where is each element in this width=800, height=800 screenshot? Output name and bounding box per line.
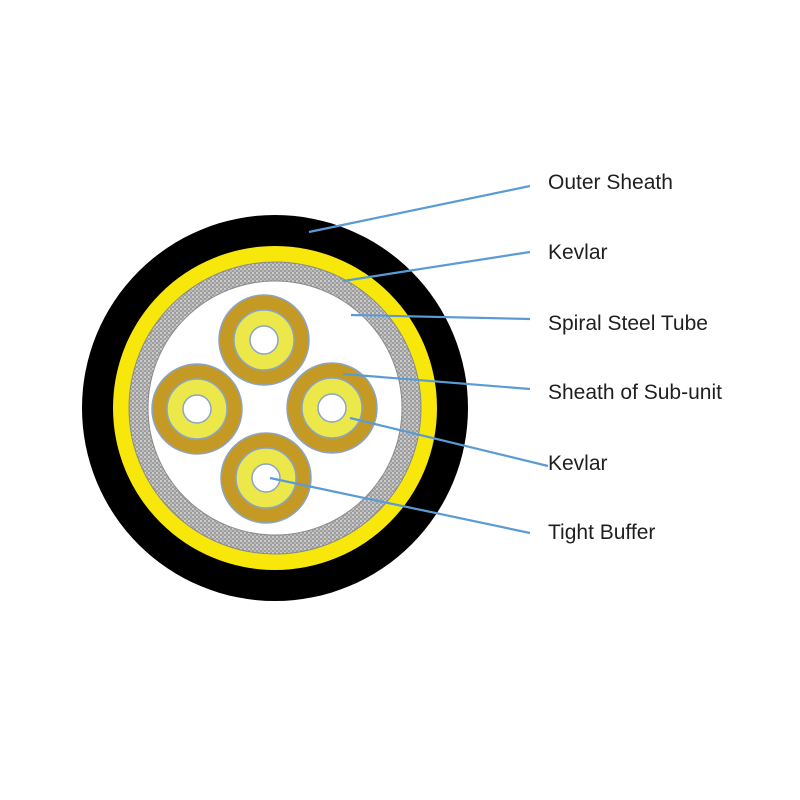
callout-labels: Outer Sheath Kevlar Spiral Steel Tube Sh… [548,171,722,544]
leader-line-sheath-of-sub-unit [342,372,531,391]
sub-units [151,294,378,524]
tight-buffer-core [182,394,212,424]
label-tight-buffer: Tight Buffer [548,521,655,544]
leader-line-kevlar [342,250,531,283]
leader-line-outer-sheath [308,184,531,234]
leader-lines [269,184,549,535]
leader-line-spiral-steel-tube [350,313,531,321]
label-sub-unit-kevlar: Kevlar [548,452,608,475]
sub-unit-bottom [220,432,312,524]
sub-unit-left [151,363,243,455]
sub-unit-right [286,362,378,454]
cable-cross-section [82,215,468,601]
cable-core-space [147,280,403,536]
leader-line-sub-unit-kevlar [349,416,549,468]
label-outer-sheath: Outer Sheath [548,171,673,194]
label-kevlar: Kevlar [548,241,608,264]
tight-buffer-core [317,393,347,423]
tight-buffer-core [249,325,279,355]
label-spiral-steel-tube: Spiral Steel Tube [548,312,708,335]
label-sheath-of-sub-unit: Sheath of Sub-unit [548,381,722,404]
leader-line-tight-buffer [269,476,531,535]
sub-unit-top [218,294,310,386]
tight-buffer-core [251,463,281,493]
